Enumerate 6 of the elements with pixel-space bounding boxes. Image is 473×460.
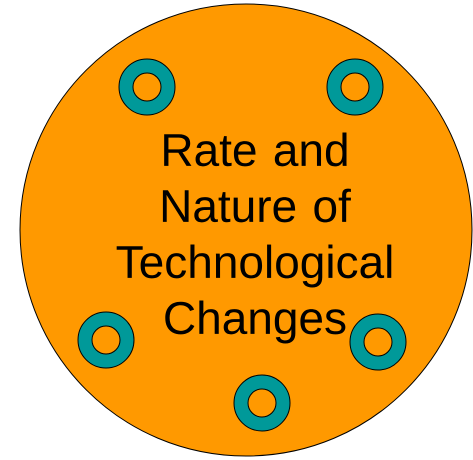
ring — [78, 312, 134, 368]
ring — [234, 374, 290, 432]
ring — [350, 314, 406, 370]
ring — [118, 58, 176, 116]
ring — [326, 58, 384, 116]
title-text: Rate and Nature of Technological Changes — [116, 132, 392, 344]
